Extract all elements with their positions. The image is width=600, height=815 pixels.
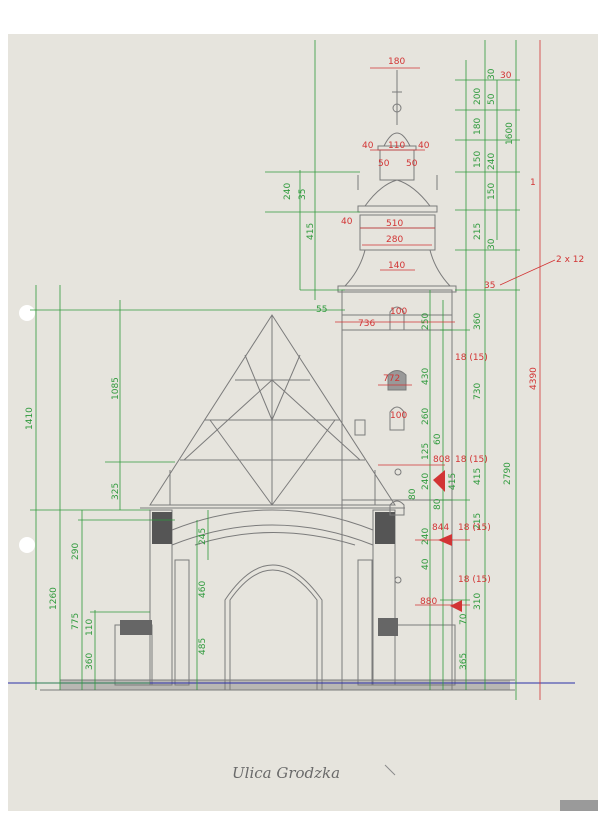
- dim-200-right: 200: [473, 88, 483, 105]
- green-dimension-lines: [30, 40, 520, 700]
- dim-50-a: 50: [378, 159, 390, 169]
- dim-215-b: 215: [473, 223, 483, 240]
- dim-100-a: 100: [390, 307, 407, 317]
- dim-736: 736: [358, 319, 375, 329]
- dim-80: 80: [408, 488, 418, 500]
- dim-325: 325: [111, 483, 121, 500]
- dim-1085: 1085: [111, 377, 121, 400]
- dim-240-top: 240: [487, 153, 497, 170]
- dim-18-15-d: 18 (15): [455, 353, 488, 363]
- dim-80-b: 80: [433, 498, 443, 510]
- punch-hole-top: [19, 305, 35, 321]
- dim-310: 310: [473, 593, 483, 610]
- dim-18-15-b: 18 (15): [458, 523, 491, 533]
- dim-35-red: 35: [484, 281, 495, 291]
- dim-110: 110: [85, 619, 95, 636]
- dim-215: 215: [473, 513, 483, 530]
- dim-2790: 2790: [503, 462, 513, 485]
- dim-60: 60: [433, 433, 443, 445]
- dim-150-b: 150: [487, 183, 497, 200]
- dim-150-a: 150: [473, 151, 483, 168]
- dim-50-right: 50: [487, 93, 497, 105]
- dim-245: 245: [198, 528, 208, 545]
- dim-808: 808: [433, 455, 450, 465]
- dim-510: 510: [386, 219, 403, 229]
- green-dimension-labels: 1410 1260 1085 325 290 775 110 360 485 4…: [25, 68, 539, 670]
- dim-30-mid: 30: [487, 238, 497, 250]
- dim-415-b: 415: [448, 473, 458, 490]
- drawing-caption: Ulica Grodzka: [232, 764, 340, 782]
- dim-35-left: 35: [298, 189, 308, 200]
- dim-18-15-c: 18 (15): [458, 575, 491, 585]
- dim-4390: 4390: [529, 367, 539, 390]
- dim-772: 772: [383, 374, 400, 384]
- dim-240-mid: 240: [421, 473, 431, 490]
- red-dimension-labels: 180 30 110 40 40 50 50 40 510 280 140 35…: [341, 57, 584, 607]
- dim-250: 250: [421, 313, 431, 330]
- dim-1600: 1600: [505, 122, 515, 145]
- dim-40-b: 40: [418, 141, 430, 151]
- dim-40-a: 40: [362, 141, 374, 151]
- dim-260: 260: [421, 408, 431, 425]
- dim-485: 485: [198, 638, 208, 655]
- dim-70: 70: [459, 613, 469, 625]
- dim-1410: 1410: [25, 407, 35, 430]
- dim-415-right: 415: [473, 468, 483, 485]
- dim-360-right: 360: [473, 313, 483, 330]
- dim-40-c: 40: [341, 217, 353, 227]
- dim-844: 844: [432, 523, 449, 533]
- paper: [8, 34, 598, 811]
- punch-hole-bottom: [19, 537, 35, 553]
- dim-365: 365: [459, 653, 469, 670]
- dim-730: 730: [473, 383, 483, 400]
- dim-775: 775: [71, 613, 81, 630]
- dim-110: 110: [388, 141, 405, 151]
- dim-125: 125: [421, 443, 431, 460]
- dim-100-b: 100: [390, 411, 407, 421]
- dim-1: 1: [530, 178, 536, 188]
- dim-280: 280: [386, 235, 403, 245]
- red-dimension-lines: [335, 40, 556, 700]
- dim-460: 460: [198, 581, 208, 598]
- dim-2x12: 2 x 12: [556, 255, 584, 265]
- dim-30-top: 30: [487, 68, 497, 80]
- dim-1260: 1260: [49, 587, 59, 610]
- dim-360: 360: [85, 653, 95, 670]
- dim-180: 180: [388, 57, 405, 67]
- dim-55: 55: [316, 305, 327, 315]
- dim-30-red: 30: [500, 71, 512, 81]
- dim-290: 290: [71, 543, 81, 560]
- dim-430: 430: [421, 368, 431, 385]
- dim-240-low: 240: [421, 528, 431, 545]
- dim-140: 140: [388, 261, 405, 271]
- dim-880: 880: [420, 597, 437, 607]
- dim-50-b: 50: [406, 159, 418, 169]
- dim-18-15-a: 18 (15): [455, 455, 488, 465]
- dim-40: 40: [421, 558, 431, 570]
- dim-415-left: 415: [306, 223, 316, 240]
- dim-240-left: 240: [283, 183, 293, 200]
- dim-180-right: 180: [473, 118, 483, 135]
